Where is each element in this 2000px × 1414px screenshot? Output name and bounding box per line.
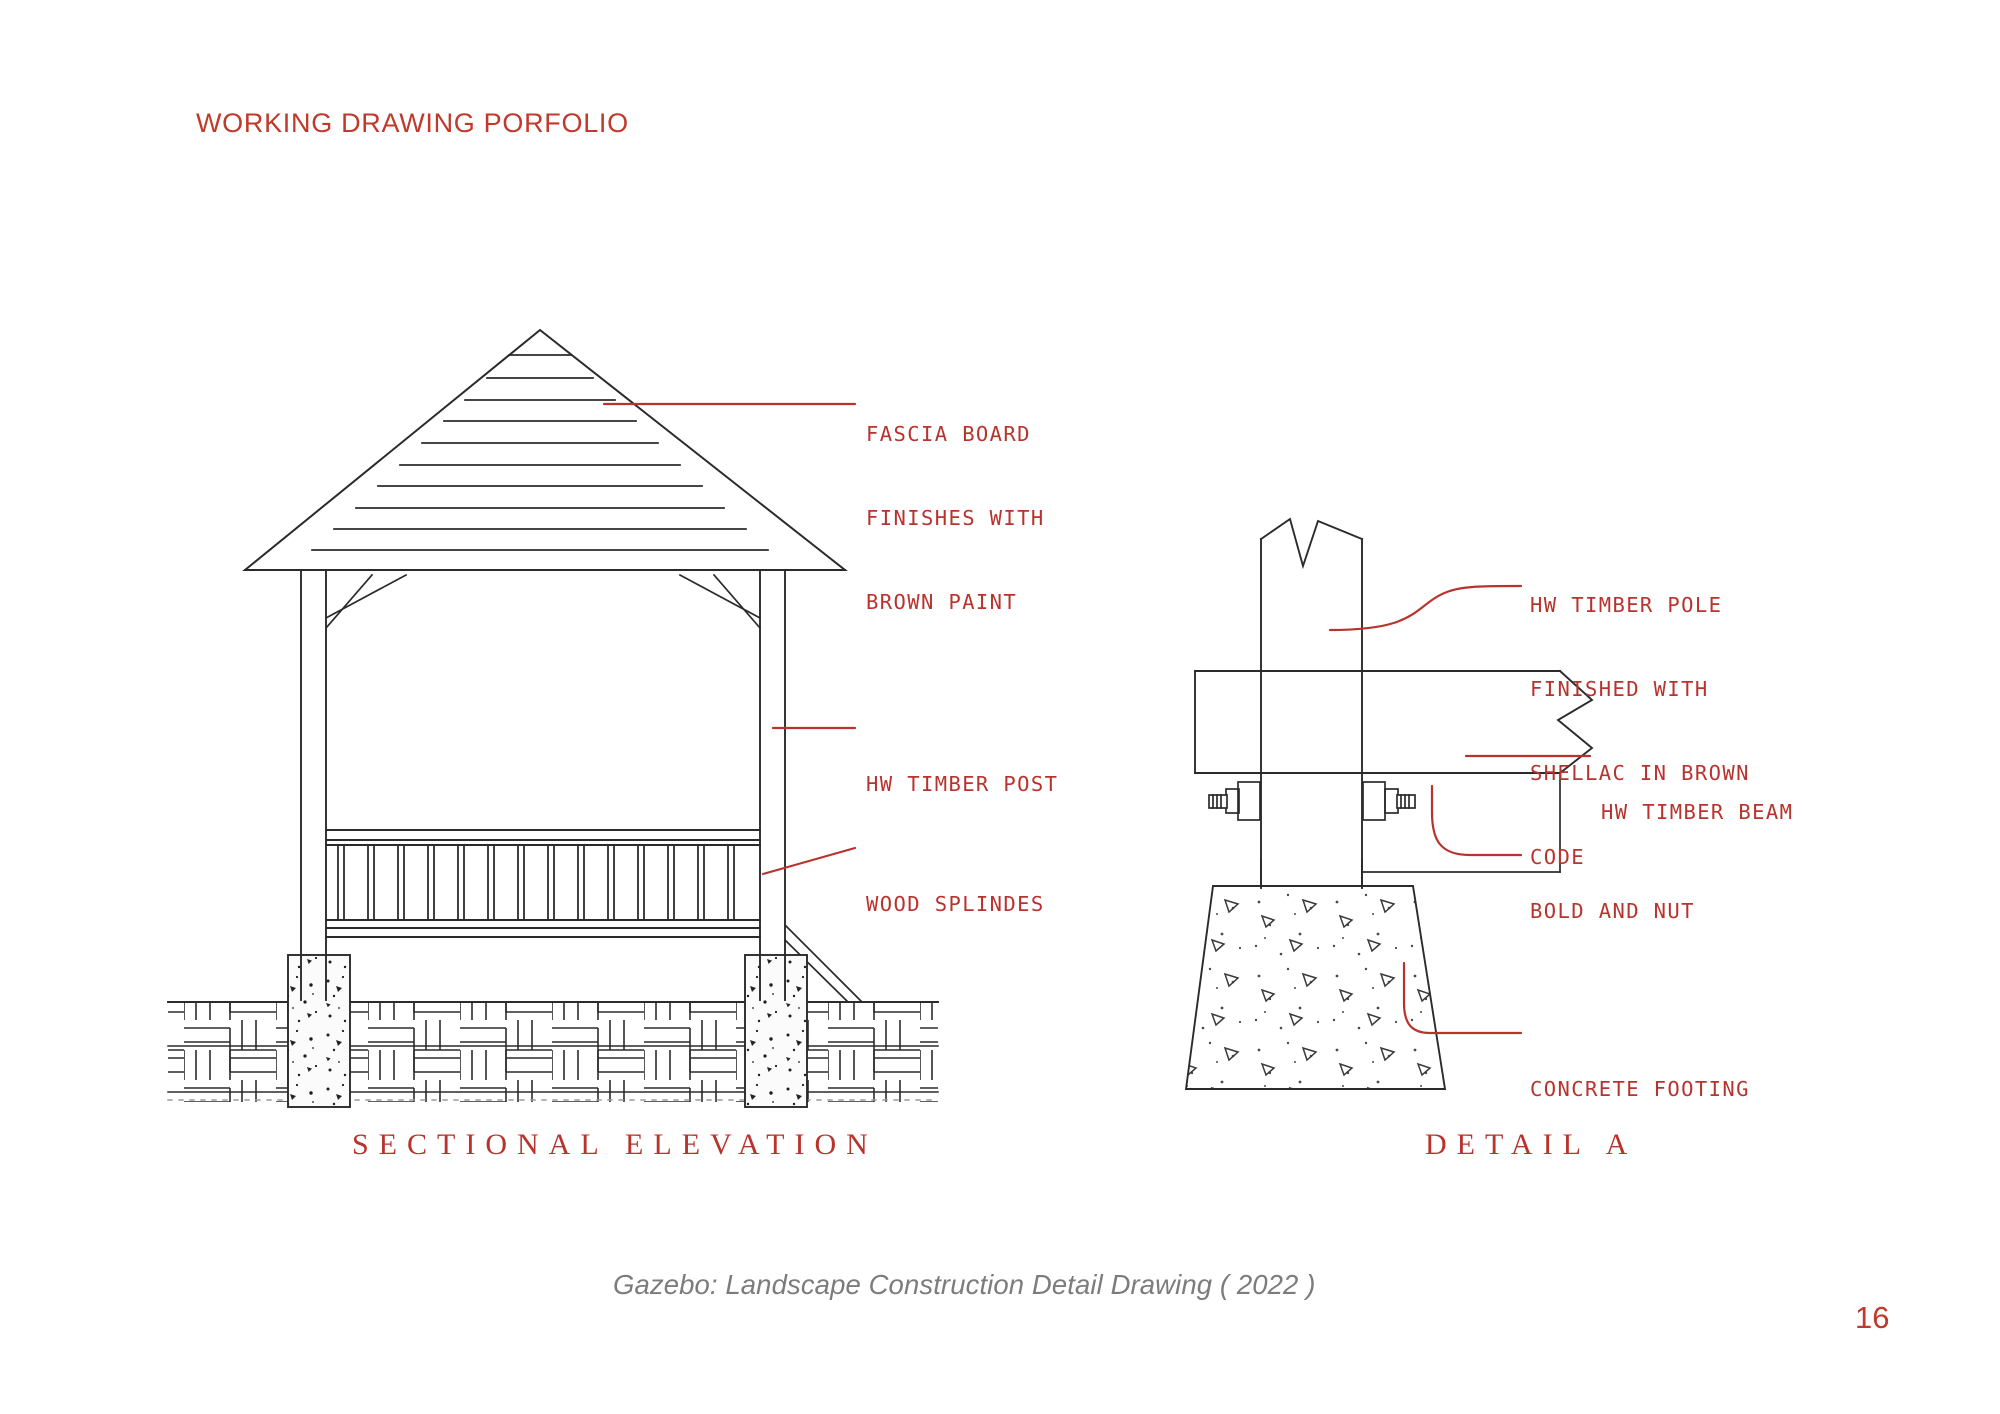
page-number: 16 bbox=[1855, 1300, 1890, 1335]
balustrade-rails bbox=[325, 829, 761, 938]
annotation-line: HW TIMBER BEAM bbox=[1601, 800, 1794, 824]
annotation-hw-timber-beam: HW TIMBER BEAM bbox=[1601, 742, 1793, 882]
annotation-line: HW TIMBER POST bbox=[866, 772, 1059, 796]
page-title: WORKING DRAWING PORFOLIO bbox=[196, 108, 629, 138]
annotation-wood-splindes: WOOD SPLINDES bbox=[866, 834, 1045, 974]
annotation-line: HW TIMBER POLE bbox=[1530, 593, 1723, 617]
bolt-and-nut-right bbox=[1362, 781, 1416, 821]
corner-braces bbox=[324, 573, 762, 630]
annotation-line: BOLD AND NUT bbox=[1530, 899, 1695, 923]
paving-hatch bbox=[167, 1001, 939, 1102]
annotation-bold-and-nut: BOLD AND NUT bbox=[1530, 841, 1695, 981]
leader-concrete-footing bbox=[1402, 961, 1523, 1035]
annotation-line: SHELLAC IN BROWN bbox=[1530, 761, 1750, 785]
annotation-concrete-footing: CONCRETE FOOTING bbox=[1530, 1019, 1750, 1159]
caption-sectional-elevation: SECTIONAL ELEVATION bbox=[352, 1128, 878, 1161]
roof-outline bbox=[242, 328, 848, 571]
concrete-footing bbox=[1184, 885, 1447, 1090]
wood-splindes bbox=[337, 844, 735, 921]
bolt-and-nut-left bbox=[1208, 781, 1261, 821]
ground-ramp-edge bbox=[783, 923, 864, 1004]
figure-caption: Gazebo: Landscape Construction Detail Dr… bbox=[613, 1269, 1316, 1300]
annotation-line: FINISHES WITH bbox=[866, 506, 1045, 530]
annotation-fascia-board: FASCIA BOARD FINISHES WITH BROWN PAINT bbox=[866, 364, 1045, 672]
post-footing-pads bbox=[287, 954, 808, 1108]
hw-timber-pole bbox=[1259, 517, 1364, 887]
annotation-line: FASCIA BOARD bbox=[866, 422, 1031, 446]
timber-posts bbox=[300, 569, 786, 1001]
roof-shingle-courses bbox=[311, 354, 769, 551]
leader-bold-and-nut bbox=[1430, 784, 1523, 857]
annotation-line: CONCRETE FOOTING bbox=[1530, 1077, 1750, 1101]
post-over-footing bbox=[300, 954, 786, 1001]
annotation-hw-timber-pole: HW TIMBER POLE FINISHED WITH SHELLAC IN … bbox=[1530, 535, 1750, 927]
annotation-line: WOOD SPLINDES bbox=[866, 892, 1045, 916]
leader-wood-splindes bbox=[761, 846, 857, 876]
annotation-line: CODE bbox=[1530, 845, 1585, 869]
pole-into-footing bbox=[1260, 859, 1363, 889]
annotation-hw-timber-post: HW TIMBER POST bbox=[866, 714, 1058, 854]
annotation-line: BROWN PAINT bbox=[866, 590, 1018, 614]
caption-detail-a: DETAIL A bbox=[1425, 1128, 1638, 1161]
annotation-line: FINISHED WITH bbox=[1530, 677, 1709, 701]
leader-hw-timber-pole bbox=[1328, 584, 1523, 632]
beam-lower-edge bbox=[1361, 772, 1561, 873]
